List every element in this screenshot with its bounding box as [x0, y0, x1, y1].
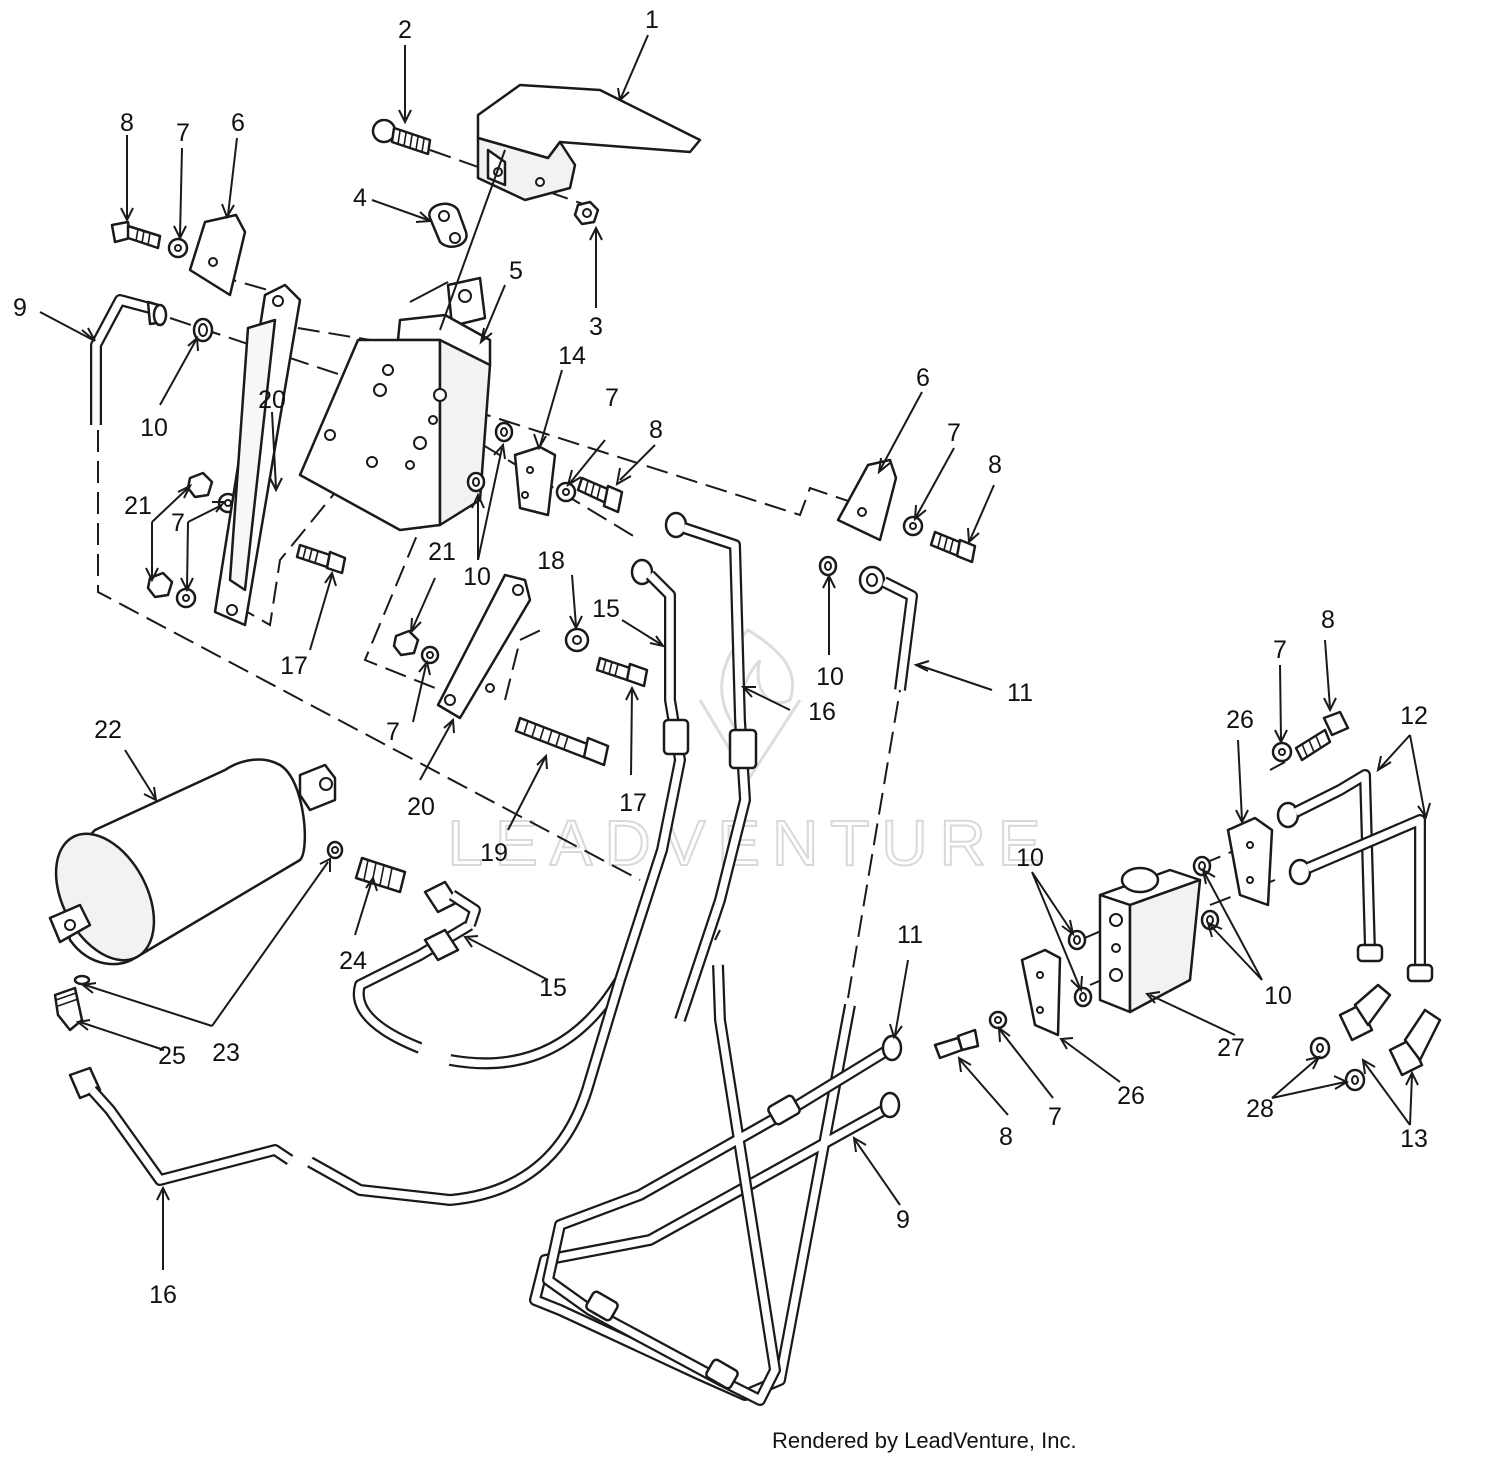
part-9-tube-upper — [90, 294, 168, 425]
callout-7: 7 — [1048, 1103, 1062, 1131]
render-credit: Rendered by LeadVenture, Inc. — [772, 1428, 1077, 1453]
callout-10: 10 — [140, 414, 168, 442]
callout-14: 14 — [558, 342, 586, 370]
callout-1: 1 — [645, 6, 659, 34]
callout-13: 13 — [1400, 1125, 1428, 1153]
part-16-tube-lower — [68, 978, 626, 1206]
part-4-link — [428, 202, 468, 248]
callout-9: 9 — [13, 294, 27, 322]
callout-24: 24 — [339, 947, 367, 975]
callout-8: 8 — [999, 1123, 1013, 1151]
part-28-orings — [1309, 1036, 1366, 1092]
part-14-plate — [513, 445, 557, 517]
callout-17: 17 — [280, 652, 308, 680]
callout-labels: 1 2 3 4 5 6 6 7 7 7 7 7 7 7 8 8 8 8 8 9 … — [13, 6, 1428, 1309]
part-23-oring — [73, 840, 344, 986]
callout-15: 15 — [592, 595, 620, 623]
callout-20: 20 — [258, 386, 286, 414]
part-16-tube-upper — [664, 511, 758, 1022]
part-19-long-bolt — [514, 716, 610, 767]
part-22-accumulator — [48, 758, 337, 966]
callout-2: 2 — [398, 16, 412, 44]
callout-11: 11 — [1007, 679, 1033, 707]
callout-7: 7 — [1273, 636, 1287, 664]
callout-10: 10 — [816, 663, 844, 691]
part-5-valve — [298, 149, 506, 532]
part-2-bolt — [371, 118, 432, 156]
callout-26: 26 — [1226, 706, 1254, 734]
callout-10: 10 — [1264, 982, 1292, 1010]
callout-16: 16 — [808, 698, 836, 726]
part-20-bracket-left — [213, 283, 302, 627]
part-15-tube-upper — [352, 558, 690, 1070]
svg-text:LEADVENTURE: LEADVENTURE — [448, 807, 1053, 879]
part-27-valve-block — [1098, 866, 1202, 1014]
callout-7: 7 — [386, 718, 400, 746]
part-24-adapter — [354, 856, 407, 894]
part-8-screws — [110, 220, 1350, 1060]
callout-6: 6 — [231, 109, 245, 137]
callout-18: 18 — [537, 547, 565, 575]
callout-20: 20 — [407, 793, 435, 821]
part-26-plate-left — [1020, 948, 1062, 1037]
callout-8: 8 — [120, 109, 134, 137]
callout-8: 8 — [988, 451, 1002, 479]
part-26-plate-right — [1226, 816, 1274, 907]
callout-3: 3 — [589, 313, 603, 341]
part-6-bracket-right — [836, 458, 898, 542]
part-6-bracket-left — [188, 213, 247, 297]
callout-21: 21 — [428, 538, 456, 566]
callout-16: 16 — [149, 1281, 177, 1309]
callout-23: 23 — [212, 1039, 240, 1067]
callout-17: 17 — [619, 789, 647, 817]
callout-8: 8 — [1321, 606, 1335, 634]
part-13-elbows — [1338, 983, 1442, 1077]
callout-28: 28 — [1246, 1095, 1274, 1123]
part-12-tubes — [1276, 769, 1434, 983]
part-25-elbow — [53, 986, 84, 1032]
leader-lines — [39, 34, 1431, 1270]
callout-10: 10 — [463, 563, 491, 591]
callout-9: 9 — [896, 1206, 910, 1234]
callout-21: 21 — [124, 492, 152, 520]
callout-15: 15 — [539, 974, 567, 1002]
callout-12: 12 — [1400, 702, 1428, 730]
callout-10: 10 — [1016, 844, 1044, 872]
callout-11: 11 — [897, 921, 923, 949]
callout-25: 25 — [158, 1042, 186, 1070]
part-20-bracket-right — [436, 573, 532, 720]
part-17-bolts — [295, 543, 649, 688]
callout-19: 19 — [480, 839, 508, 867]
callout-7: 7 — [171, 509, 185, 537]
callout-7: 7 — [176, 119, 190, 147]
callout-22: 22 — [94, 716, 122, 744]
part-21-nuts — [146, 471, 420, 657]
part-3-nut — [573, 200, 600, 226]
part-15-fitting — [423, 880, 481, 962]
callout-8: 8 — [649, 416, 663, 444]
part-18-washer — [564, 627, 590, 653]
part-11-tube-upper — [858, 565, 918, 691]
callout-6: 6 — [916, 364, 930, 392]
part-11-tube-lower — [542, 964, 903, 1406]
part-1-pedal — [476, 83, 702, 202]
callout-7: 7 — [947, 419, 961, 447]
callout-26: 26 — [1117, 1082, 1145, 1110]
callout-5: 5 — [509, 257, 523, 285]
callout-27: 27 — [1217, 1034, 1245, 1062]
callout-4: 4 — [353, 184, 367, 212]
callout-7: 7 — [605, 384, 619, 412]
